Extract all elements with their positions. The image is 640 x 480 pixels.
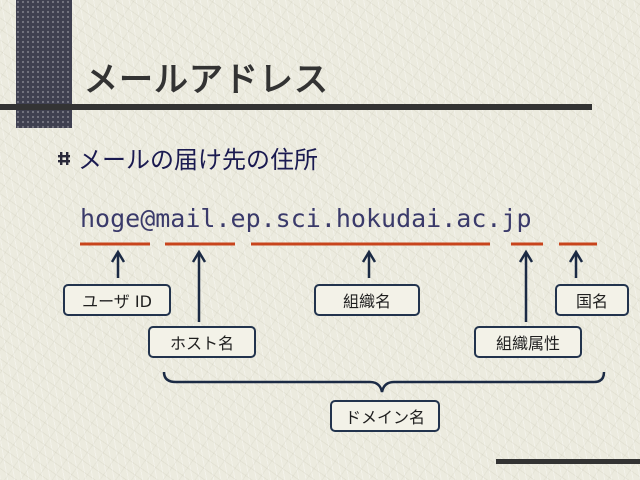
bullet-icon (58, 151, 70, 165)
label-country: 国名 (555, 284, 629, 316)
label-org-attr: 組織属性 (474, 326, 582, 358)
email-address: hoge@mail.ep.sci.hokudai.ac.jp (80, 204, 532, 233)
bottom-divider (496, 459, 640, 464)
label-host-name: ホスト名 (148, 326, 256, 358)
domain-brace (162, 371, 606, 393)
label-org-name: 組織名 (314, 284, 420, 316)
slide-title: メールアドレス (84, 60, 329, 100)
title-divider (0, 104, 592, 110)
label-user-id: ユーザ ID (63, 284, 171, 316)
label-domain-name: ドメイン名 (330, 400, 440, 432)
bullet-item: メールの届け先の住所 (56, 140, 318, 175)
bullet-text: メールの届け先の住所 (78, 146, 318, 174)
